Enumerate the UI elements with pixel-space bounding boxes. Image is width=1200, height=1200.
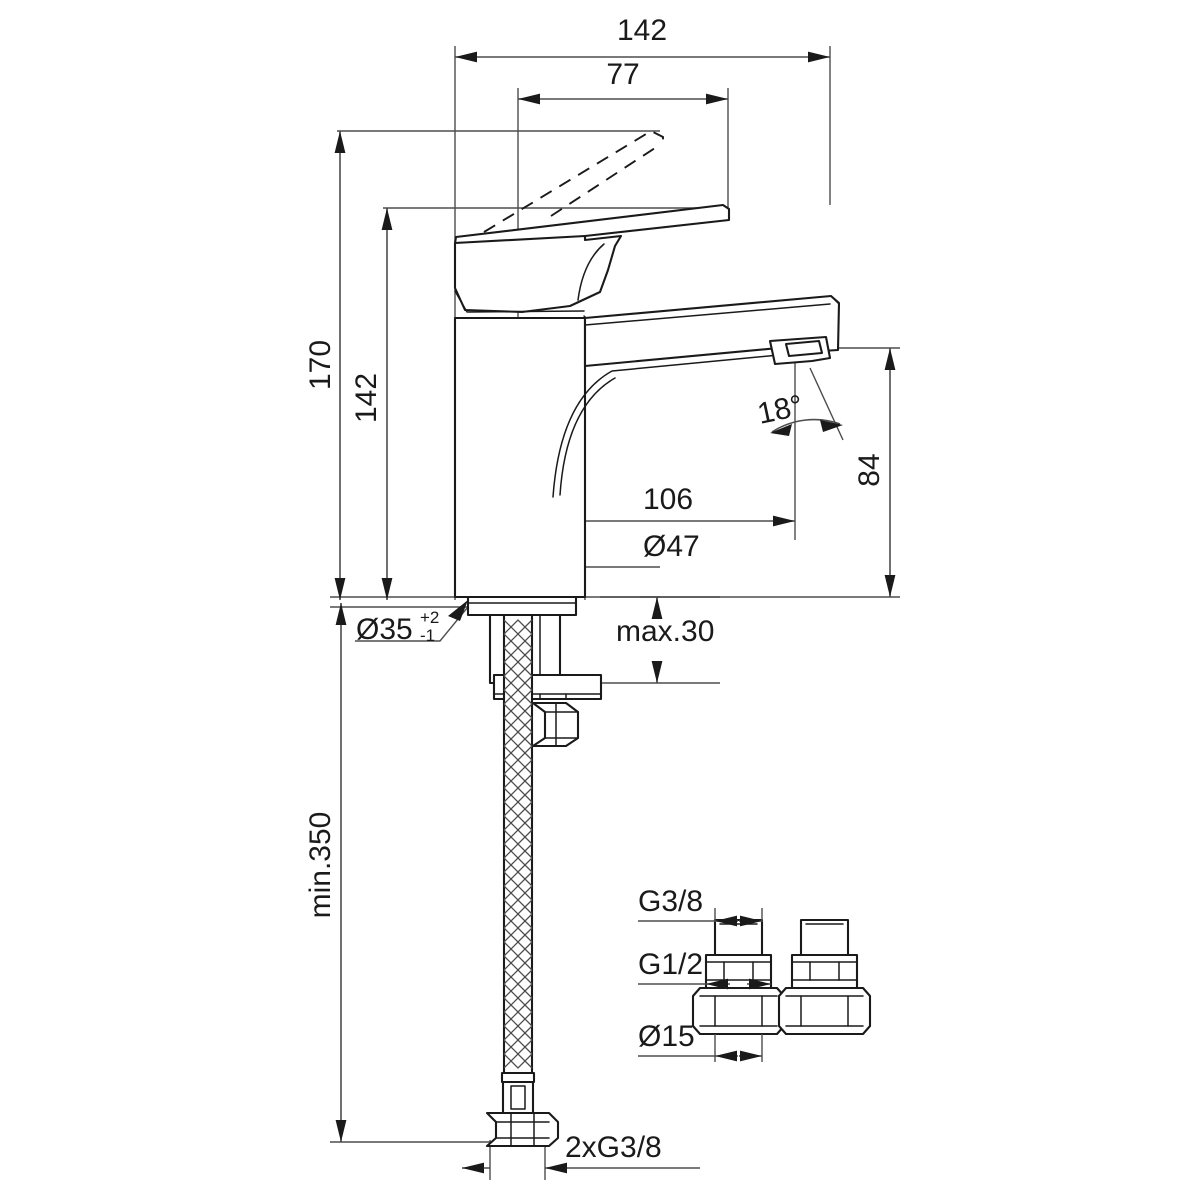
dimension-label-hole-tol-plus: +2 — [420, 608, 439, 627]
dimension-label-hole-diameter: Ø35 — [356, 613, 413, 646]
dimension-hose-length: min.350 — [304, 603, 347, 1142]
spout-underside-curve — [552, 352, 801, 498]
dimension-lever-angle: 18° — [755, 367, 844, 441]
faucet-body — [453, 315, 587, 599]
dimension-label-body-height: 142 — [350, 373, 383, 423]
dimension-adapter-o15: Ø15 — [638, 1020, 763, 1062]
dimension-worktop-thickness: max.30 — [616, 597, 714, 683]
dimension-label-base-diameter: Ø47 — [643, 530, 700, 563]
dimension-label-hose-length: min.350 — [304, 812, 337, 919]
dimension-body-height: 142 — [350, 208, 393, 600]
dimension-hole-diameter: Ø35 +2 -1 — [355, 600, 473, 646]
dimension-label-worktop-thickness: max.30 — [616, 615, 714, 648]
dimension-label-adapter-o15: Ø15 — [638, 1020, 695, 1053]
dimension-spout-height: 84 — [853, 348, 896, 597]
dimension-label-overall-height: 170 — [304, 340, 337, 390]
hose-end-connector — [485, 1080, 560, 1148]
adapter-fitting-left — [691, 918, 786, 1036]
dimension-hose-thread: 2xG3/8 — [462, 1131, 700, 1174]
aerator — [768, 335, 832, 366]
dimension-label-overall-width: 142 — [617, 14, 667, 47]
dimension-label-adapter-g38: G3/8 — [638, 885, 703, 918]
dimension-label-adapter-g12: G1/2 — [638, 948, 703, 981]
dimension-lever-width: 77 — [518, 58, 728, 105]
dimension-label-hose-thread: 2xG3/8 — [565, 1131, 662, 1164]
adapter-fitting-right — [777, 918, 872, 1036]
dimension-adapter-g12: G1/2 — [638, 948, 771, 990]
dimension-label-lever-width: 77 — [606, 58, 639, 91]
lever-handle — [453, 203, 731, 314]
hose-braid-pattern — [503, 619, 533, 1069]
dimension-overall-width: 142 — [455, 14, 830, 63]
dimension-label-spout-height: 84 — [853, 453, 886, 486]
dimension-overall-height: 170 — [304, 131, 346, 600]
dimension-label-hole-tol-minus: -1 — [420, 626, 435, 645]
fixing-nut — [531, 701, 580, 748]
dimension-label-spout-reach: 106 — [643, 483, 693, 516]
dimension-label-lever-angle: 18° — [755, 389, 806, 431]
flexible-hose — [500, 613, 536, 1084]
dimension-adapter-g38: G3/8 — [638, 885, 763, 927]
lever-raised-hidden-outline — [483, 129, 664, 233]
